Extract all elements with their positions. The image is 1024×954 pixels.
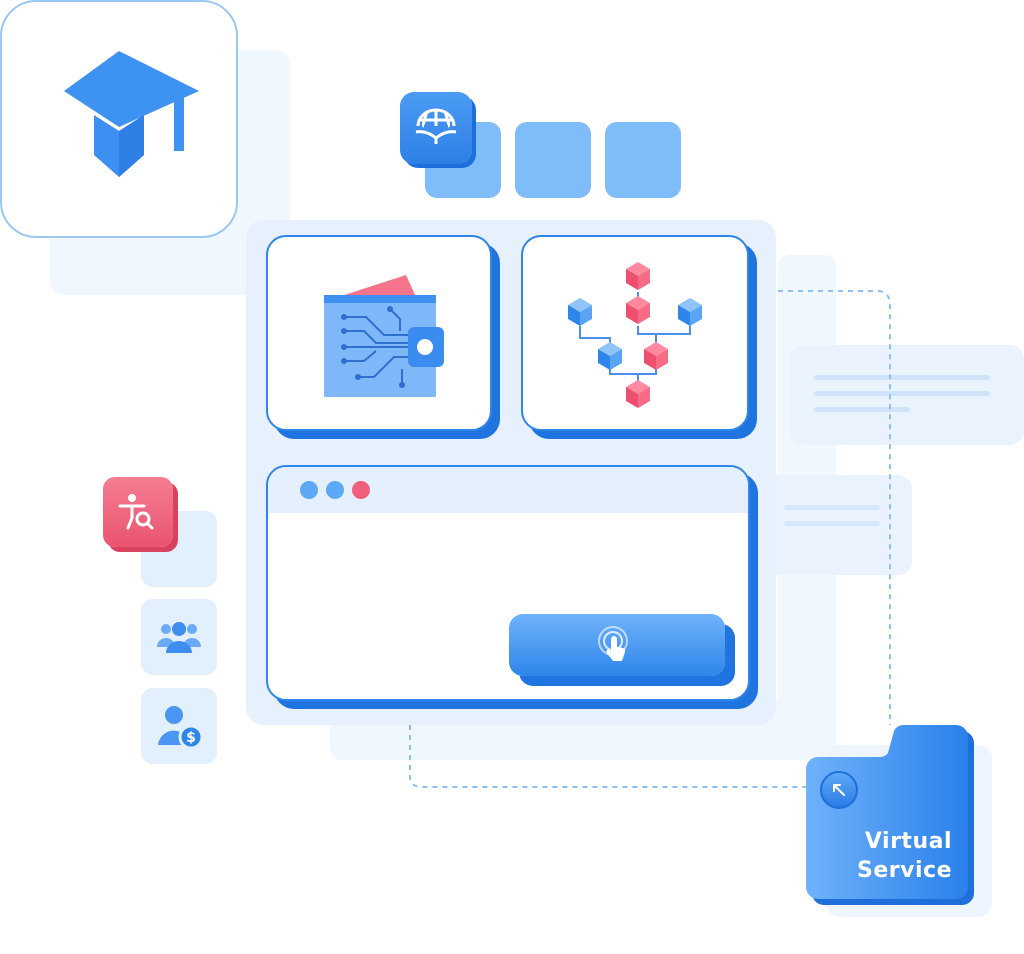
- bg-line: [784, 505, 880, 510]
- virtual-service-line2: Service: [857, 858, 952, 883]
- tap-button[interactable]: [509, 614, 725, 676]
- payment-tile[interactable]: $: [141, 688, 217, 764]
- wallet-card[interactable]: [266, 235, 492, 431]
- tile-placeholder: [605, 122, 681, 198]
- folder-open-button[interactable]: [820, 771, 858, 809]
- dashed-connector: [409, 290, 891, 788]
- bg-line: [814, 391, 990, 396]
- graduation-tile[interactable]: [0, 0, 238, 238]
- virtual-service-folder[interactable]: Virtual Service: [806, 725, 976, 905]
- window-dot-blue[interactable]: [326, 481, 344, 499]
- folder-shape: [806, 725, 974, 905]
- graduation-cap-icon: [64, 51, 199, 177]
- user-dollar-icon: $: [158, 706, 204, 750]
- svg-text:$: $: [186, 730, 196, 746]
- bg-lines-card-1: [790, 345, 1024, 445]
- virtual-service-line1: Virtual: [864, 829, 952, 854]
- tap-pointer-icon: [598, 626, 628, 661]
- virtual-service-label: Virtual Service: [857, 827, 952, 885]
- window-dot-pink[interactable]: [352, 481, 370, 499]
- digital-wallet-icon: [324, 275, 444, 397]
- arrow-up-left-icon: [833, 784, 845, 796]
- bg-line: [784, 521, 880, 526]
- bg-lines-card-2: [760, 475, 912, 575]
- accessibility-tile[interactable]: [103, 477, 173, 547]
- blockchain-network-icon: [568, 262, 702, 408]
- bg-line: [814, 407, 910, 412]
- window-titlebar: [268, 467, 748, 513]
- blockchain-card[interactable]: [521, 235, 749, 431]
- bg-line: [814, 375, 990, 380]
- globe-book-icon: [415, 108, 457, 144]
- globe-tile[interactable]: [400, 92, 472, 164]
- window-dot-blue[interactable]: [300, 481, 318, 499]
- user-group-icon: [157, 622, 201, 653]
- accessibility-search-icon: [118, 494, 154, 530]
- group-tile[interactable]: [141, 599, 217, 675]
- tile-placeholder: [515, 122, 591, 198]
